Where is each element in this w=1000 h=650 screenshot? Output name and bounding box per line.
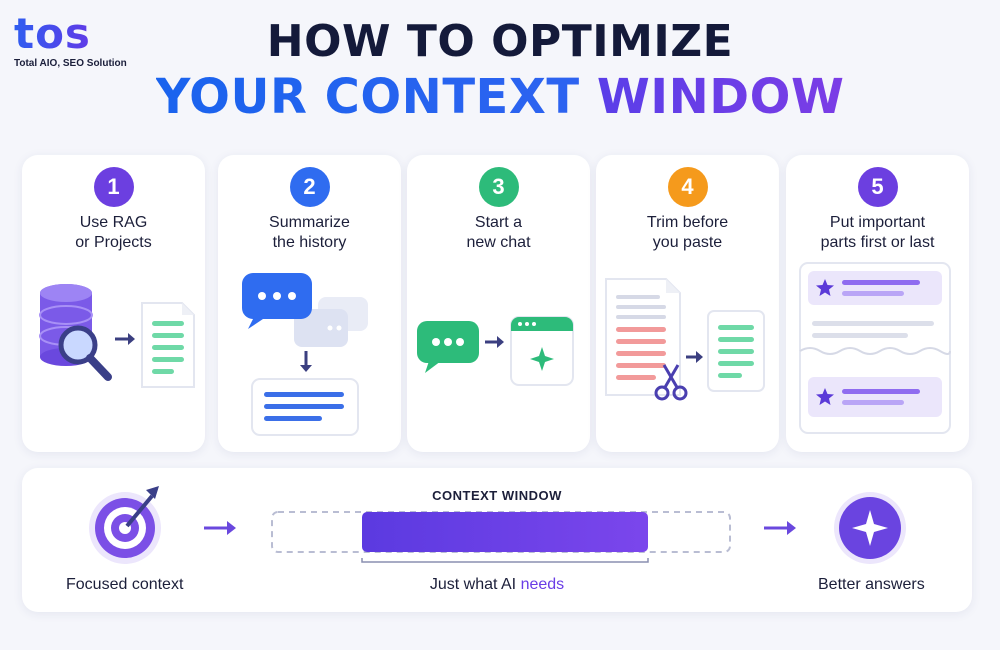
- arrow-right-icon: [686, 351, 703, 363]
- arrow-right-icon: [204, 521, 236, 535]
- title-line-2-purple: WINDOW: [596, 69, 845, 125]
- document-sections-icon: [799, 262, 951, 434]
- context-window-bar: [271, 511, 731, 563]
- step-label-2-line1: Summarize: [269, 214, 350, 231]
- rag-illustration: [39, 284, 195, 388]
- arrow-right-icon: [764, 521, 796, 535]
- logo-tagline: Total AIO, SEO Solution: [14, 58, 127, 69]
- page-title: HOW TO OPTIMIZE YOUR CONTEXT WINDOW: [0, 16, 1000, 126]
- logo-mark: tos: [14, 12, 127, 56]
- step-label-3: Start a new chat: [407, 213, 590, 253]
- context-window-title: CONTEXT WINDOW: [432, 488, 562, 503]
- database-icon: [39, 284, 93, 366]
- step-label-1-line2: or Projects: [75, 234, 152, 251]
- step-badge-3: 3: [478, 167, 519, 207]
- chat-bubbles-icon: [242, 273, 368, 347]
- step-label-5: Put important parts first or last: [786, 213, 969, 253]
- long-document-icon: [605, 278, 681, 396]
- middle-label-prefix: Just what AI: [429, 576, 521, 593]
- scissors-icon: [654, 364, 688, 401]
- step-badge-1: 1: [93, 167, 134, 207]
- logo: tos Total AIO, SEO Solution: [14, 12, 127, 70]
- target-icon: [89, 486, 161, 564]
- step-label-4-line2: you paste: [652, 234, 723, 251]
- context-window-panel: CONTEXT WINDOW Focused context Just what…: [22, 468, 972, 612]
- step-badge-2: 2: [289, 167, 330, 207]
- title-line-2-blue: YOUR CONTEXT: [155, 69, 580, 125]
- arrow-right-icon: [485, 336, 504, 348]
- title-line-1: HOW TO OPTIMIZE: [266, 16, 734, 67]
- step-label-1: Use RAG or Projects: [22, 213, 205, 253]
- priority-illustration: [799, 262, 951, 434]
- trimmed-document-icon: [707, 310, 765, 392]
- document-icon: [141, 302, 195, 388]
- new-window-icon: [510, 316, 574, 386]
- title-line-2: YOUR CONTEXT WINDOW: [0, 68, 1000, 126]
- step-badge-4: 4: [667, 167, 708, 207]
- step-card-3: 3 Start a new chat: [407, 155, 590, 452]
- sparkle-badge-icon: [834, 492, 906, 564]
- step-card-5: 5 Put important parts first or last: [786, 155, 969, 452]
- step-label-5-line2: parts first or last: [820, 234, 935, 251]
- new-chat-illustration: [417, 316, 574, 386]
- step-label-3-line2: new chat: [466, 234, 531, 251]
- trim-illustration: [605, 278, 765, 401]
- summarize-illustration: [242, 273, 368, 436]
- focused-context-label: Focused context: [66, 576, 184, 593]
- step-card-1: 1 Use RAG or Projects: [22, 155, 205, 452]
- step-label-5-line1: Put important: [829, 214, 926, 231]
- step-badge-5: 5: [857, 167, 898, 207]
- step-label-2-line2: the history: [272, 234, 347, 251]
- arrow-right-icon: [115, 333, 135, 345]
- step-label-4-line1: Trim before: [646, 214, 729, 231]
- step-label-4: Trim before you paste: [596, 213, 779, 253]
- middle-label-accent: needs: [520, 576, 565, 593]
- magnifier-icon: [58, 325, 112, 381]
- step-label-2: Summarize the history: [218, 213, 401, 253]
- just-what-ai-needs-label: Just what AI needs: [22, 576, 972, 594]
- chat-bubble-icon: [417, 321, 479, 373]
- step-card-4: 4 Trim before you paste: [596, 155, 779, 452]
- step-label-3-line1: Start a: [474, 214, 523, 231]
- step-card-2: 2 Summarize the history: [218, 155, 401, 452]
- context-flow-graphic: [89, 486, 906, 564]
- better-answers-label: Better answers: [818, 576, 925, 593]
- arrow-down-icon: [300, 351, 312, 372]
- step-label-1-line1: Use RAG: [79, 214, 148, 231]
- summary-card-icon: [251, 378, 359, 436]
